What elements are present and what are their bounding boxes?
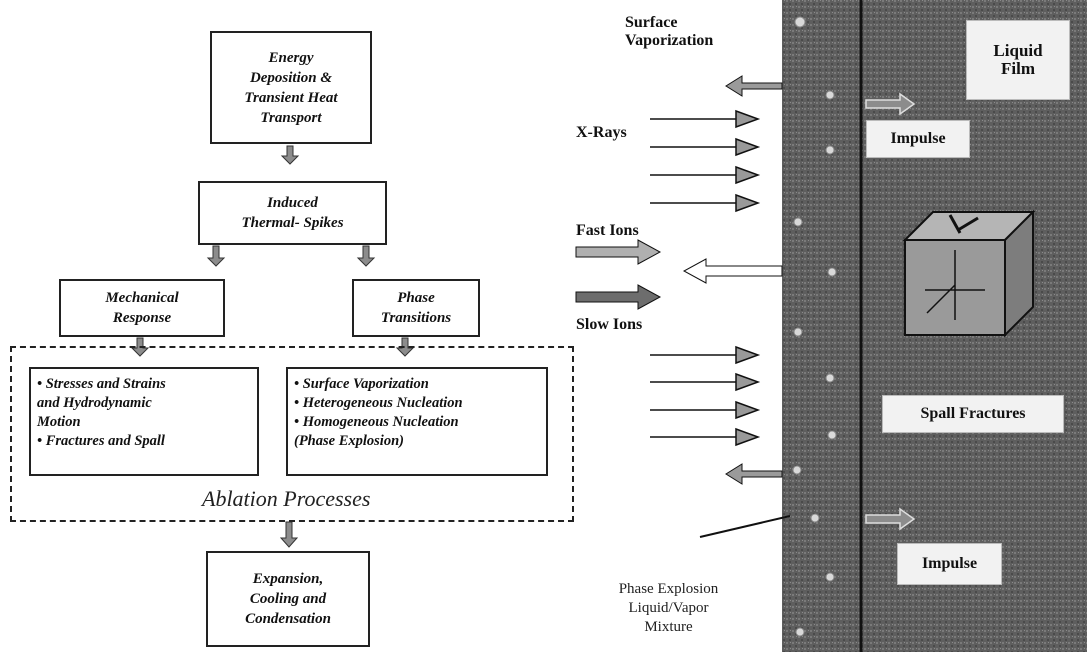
- phase-explosion-pointer: [700, 516, 790, 537]
- vapor-burst-icon: [826, 374, 834, 382]
- vapor-burst-icon: [794, 218, 802, 226]
- vapor-burst-icon: [828, 431, 836, 439]
- spall-fractures-label: Spall Fractures: [882, 395, 1064, 433]
- impulse-label-bottom: Impulse: [897, 543, 1002, 585]
- vapor-burst-icon: [793, 466, 801, 474]
- ion-arrows: [576, 240, 782, 309]
- impulse-label-top: Impulse: [866, 120, 970, 158]
- vapor-burst-icon: [826, 146, 834, 154]
- fast-ions-label: Fast Ions: [576, 222, 639, 240]
- slow-ion-arrow: [576, 285, 660, 309]
- vapor-burst-icon: [795, 17, 805, 27]
- x-rays-label: X-Rays: [576, 124, 627, 142]
- vapor-burst-icon: [811, 514, 819, 522]
- vapor-arrow-bottom: [726, 464, 782, 484]
- reflected-ion-arrow: [684, 259, 782, 283]
- slow-ion-line-arrows: [650, 347, 758, 445]
- x-ray-arrows: [650, 111, 758, 211]
- vapor-burst-icon: [796, 628, 804, 636]
- vapor-burst-icon: [794, 328, 802, 336]
- vapor-arrow-top: [726, 76, 782, 96]
- slow-ions-label: Slow Ions: [576, 316, 642, 334]
- vapor-burst-icon: [828, 268, 836, 276]
- phase-explosion-label: Phase Explosion Liquid/Vapor Mixture: [586, 580, 751, 637]
- spall-cube-icon: [905, 212, 1033, 335]
- fast-ion-arrow: [576, 240, 660, 264]
- vapor-burst-icon: [826, 91, 834, 99]
- vapor-arrows: [726, 76, 782, 484]
- vapor-burst-icon: [826, 573, 834, 581]
- surface-vaporization-label: Surface Vaporization: [625, 14, 713, 50]
- liquid-film-label: Liquid Film: [966, 20, 1070, 100]
